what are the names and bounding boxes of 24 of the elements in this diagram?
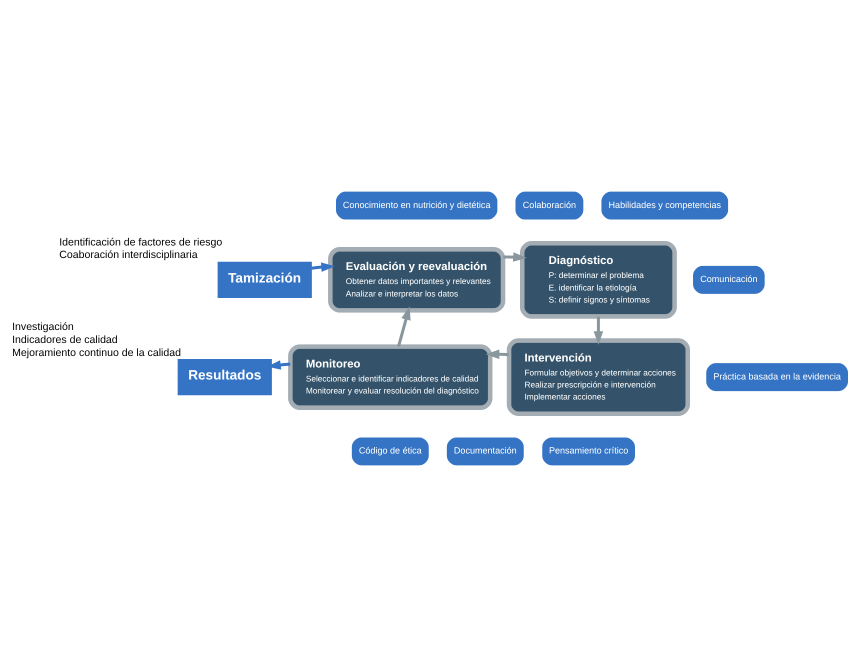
label: Código de ética xyxy=(358,445,422,456)
label: Comunicación xyxy=(700,274,758,284)
label: Habilidades y competencias xyxy=(608,199,721,210)
arrow xyxy=(311,262,335,272)
label: Documentación xyxy=(454,445,517,456)
label: Pensamiento crítico xyxy=(548,445,628,456)
node-label: Indicadores de calidad xyxy=(12,333,118,346)
label: Conocimiento en nutrición y dietética xyxy=(342,199,490,210)
node-box: Resultados xyxy=(178,358,272,395)
label: Práctica basada en la evidencia xyxy=(713,370,841,381)
node-box: Evaluación y reevaluación Obtener datos importantes y relevantes Analizar e interpretar los datos xyxy=(328,246,506,312)
arrow xyxy=(594,316,604,344)
node-box: Tamización xyxy=(218,261,312,298)
node-label: Identificación de factores de riesgo xyxy=(59,236,222,248)
node-box: Monitoreo Seleccionar e identificar indicadores de calidad Monitorear y evaluar resolución del diagnóstico xyxy=(288,344,492,410)
label: Colaboración xyxy=(522,199,576,210)
arrow xyxy=(397,306,411,346)
node-box: Intervención Formular objetivos y determinar acciones Realizar prescripción e intervención Implementar acciones xyxy=(506,338,690,416)
arrow xyxy=(486,349,509,359)
arrow xyxy=(503,252,527,262)
node-label: Coaboración interdisciplinaria xyxy=(59,248,198,261)
node-label: Mejoramiento continuo de la calidad xyxy=(12,346,181,358)
node-label: Investigación xyxy=(12,320,74,333)
node-box: Diagnóstico P: determinar el problema E. identificar la etiología S: definir signos y síntomas xyxy=(520,240,677,318)
